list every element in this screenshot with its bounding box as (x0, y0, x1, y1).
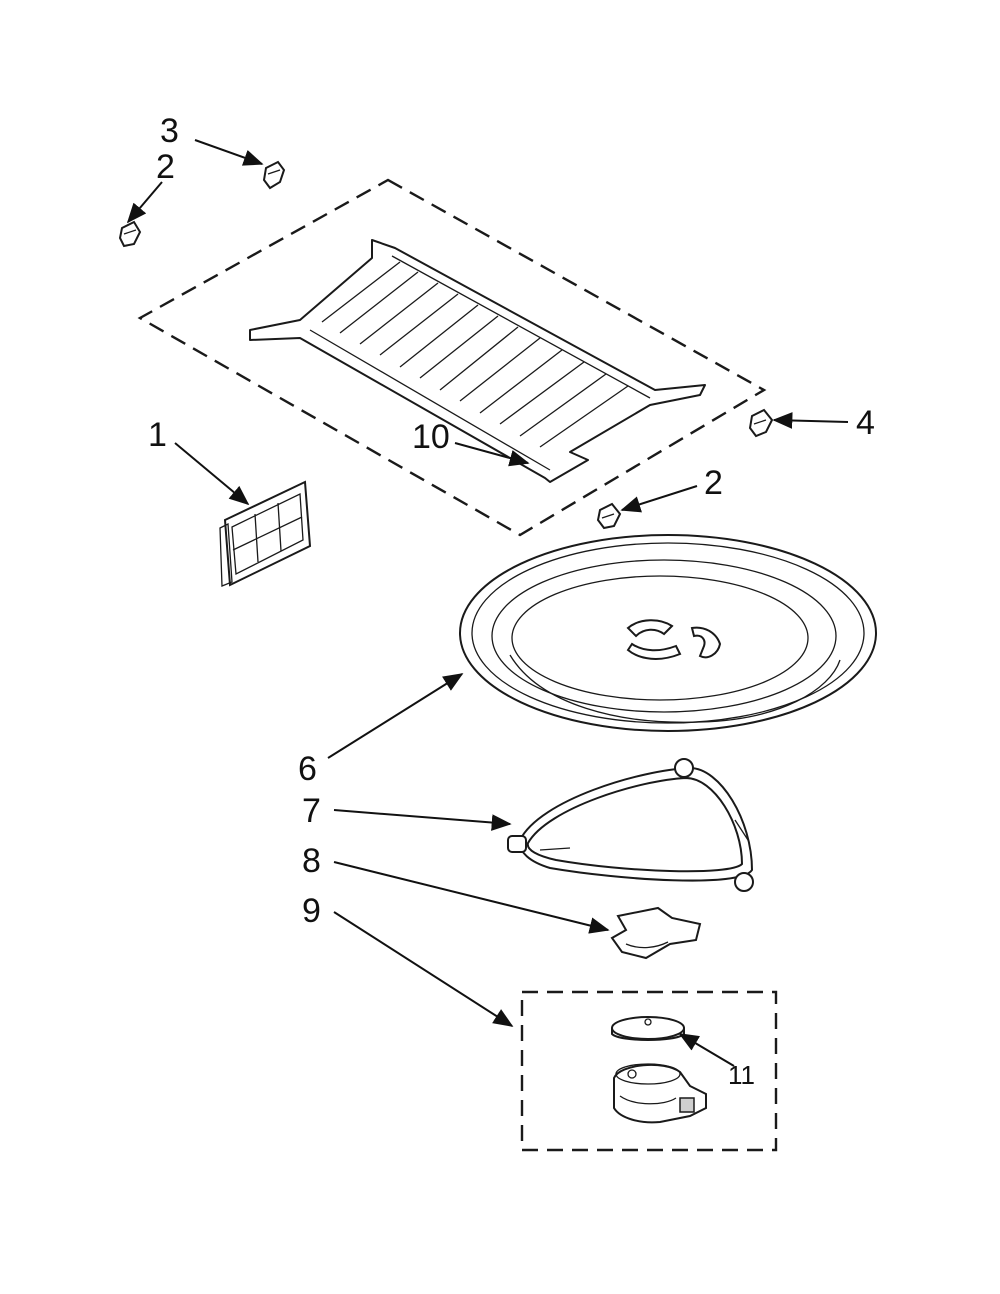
callout-2-upper: 2 (156, 148, 175, 186)
leader-lines (126, 139, 849, 1067)
callout-8: 8 (302, 842, 321, 880)
callout-2-lower: 2 (704, 464, 723, 502)
rack-support-clip-part-4[interactable] (748, 408, 774, 438)
rack-support-clip-part-2-lower[interactable] (596, 502, 622, 530)
drive-coupler-part[interactable] (610, 906, 702, 960)
callout-7: 7 (302, 792, 321, 830)
wire-rack-part[interactable] (249, 239, 706, 483)
turntable-tray-part[interactable] (459, 534, 877, 732)
callout-6: 6 (298, 750, 317, 788)
rack-support-clip-part-2-upper[interactable] (118, 220, 142, 248)
rack-crossbars (321, 261, 629, 448)
callout-9: 9 (302, 892, 321, 930)
filter-grille-part[interactable] (219, 480, 312, 587)
turntable-motor-part[interactable] (613, 1063, 707, 1124)
rack-support-clip-part-3[interactable] (262, 160, 286, 190)
motor-cap-part[interactable] (611, 1016, 685, 1041)
callout-11: 11 (728, 1060, 755, 1090)
motor-group-dashed-boundary (520, 990, 778, 1152)
callout-1: 1 (148, 416, 167, 454)
callout-10: 10 (412, 418, 450, 456)
roller-ring-part[interactable] (507, 758, 754, 892)
callout-3: 3 (160, 112, 179, 150)
tray-center-coupler (626, 619, 722, 660)
rack-group-dashed-boundary (137, 178, 767, 537)
callout-4: 4 (856, 404, 875, 442)
